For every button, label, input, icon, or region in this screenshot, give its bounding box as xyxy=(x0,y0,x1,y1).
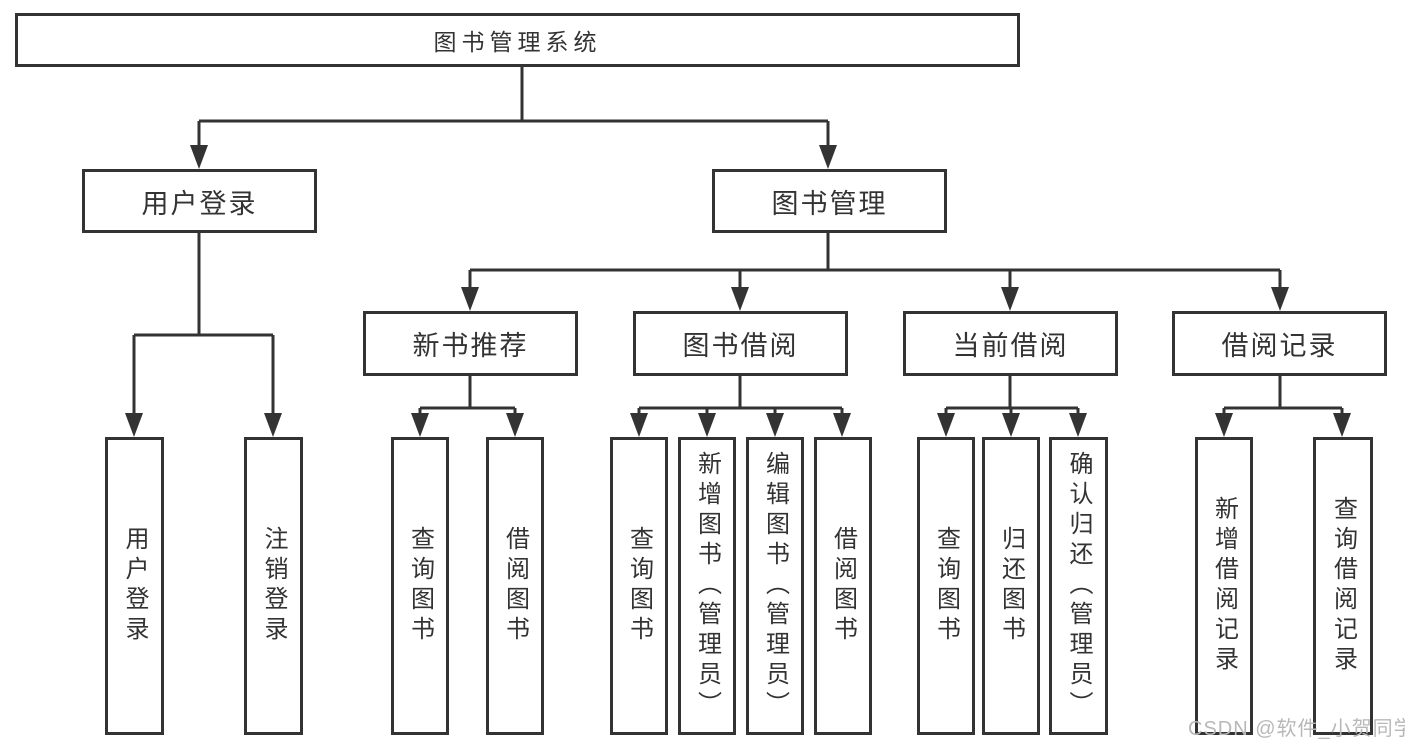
node-book-borrowing: 图书借阅 xyxy=(633,311,848,376)
node-book-management: 图书管理 xyxy=(712,169,947,233)
leaf-borrow-books-2: 借阅图书 xyxy=(814,437,872,735)
node-new-book-recommend: 新书推荐 xyxy=(363,311,578,376)
node-root: 图书管理系统 xyxy=(15,13,1020,67)
node-current-borrowing: 当前借阅 xyxy=(903,311,1118,376)
leaf-return-book: 归还图书 xyxy=(982,437,1040,735)
leaf-query-borrow-record: 查询借阅记录 xyxy=(1313,437,1373,735)
leaf-edit-book-admin: 编辑图书（管理员） xyxy=(746,437,804,735)
leaf-query-books-2: 查询图书 xyxy=(610,437,668,735)
leaf-query-books-1: 查询图书 xyxy=(391,437,449,735)
leaf-logout: 注销登录 xyxy=(244,437,303,735)
leaf-borrow-books-1: 借阅图书 xyxy=(486,437,544,735)
node-user-login: 用户登录 xyxy=(82,169,317,233)
node-borrowing-records: 借阅记录 xyxy=(1172,311,1387,376)
watermark-text: CSDN @软件_小贺同学 xyxy=(1188,718,1405,740)
leaf-confirm-return-admin: 确认归还（管理员） xyxy=(1049,437,1108,735)
leaf-add-book-admin: 新增图书（管理员） xyxy=(678,437,736,735)
leaf-user-login: 用户登录 xyxy=(105,437,164,735)
leaf-query-books-3: 查询图书 xyxy=(917,437,975,735)
leaf-add-borrow-record: 新增借阅记录 xyxy=(1195,437,1253,735)
